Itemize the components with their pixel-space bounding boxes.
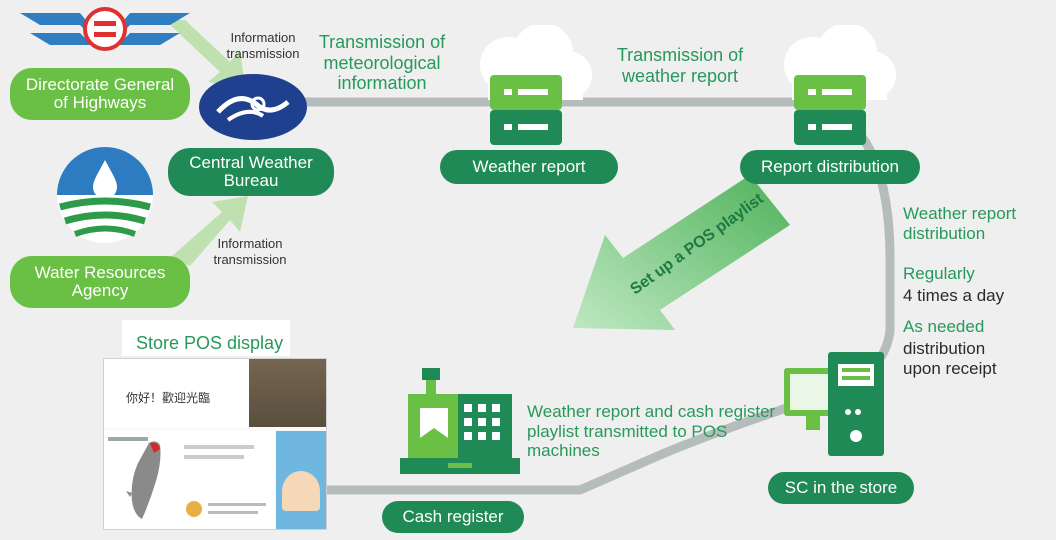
info-transmission-bottom: Information transmission [213,236,287,267]
pos-playlist-arrow: Set up a POS playlist [573,175,790,330]
as-needed-label: As needed [903,317,985,336]
distribution-heading: Weather report distribution [903,204,1017,243]
report-distribution-pill: Report distribution [740,150,920,184]
pos-greeting-panel: 你好！歡迎光臨 [104,359,250,427]
weather-server-cloud-icon [480,25,592,145]
transmission-meteorological: Transmission of meteorological informati… [318,32,446,94]
pos-video-panel [249,359,326,427]
distribution-upon-receipt-label: distribution upon receipt [903,339,997,379]
cwb-label: Central Weather Bureau [189,153,313,190]
transmission-weather-report: Transmission of weather report [616,45,744,86]
arrow-water-to-cwb [170,196,248,266]
pos-greeting-text: 你好！歡迎光臨 [126,391,211,405]
highways-pill: Directorate General of Highways [10,68,190,120]
weather-report-pill: Weather report [440,150,618,184]
sc-in-store-pill: SC in the store [768,472,914,504]
info-transmission-top: Information transmission [226,30,300,61]
pos-ad-panel [276,431,326,529]
water-resources-logo-icon [57,147,153,243]
water-pill: Water Resources Agency [10,256,190,308]
cash-register-pill: Cash register [382,501,524,533]
weather-report-label: Weather report [472,157,586,177]
cwb-pill: Central Weather Bureau [168,148,334,196]
water-label: Water Resources Agency [34,263,166,300]
distribution-server-cloud-icon [784,25,896,145]
store-computer-icon [784,352,884,456]
highways-logo-icon [20,7,190,51]
store-pos-display-label: Store POS display [122,320,290,356]
taiwan-map-icon [108,437,266,519]
highways-label: Directorate General of Highways [25,75,175,112]
sc-in-store-label: SC in the store [784,478,898,498]
cwb-logo-icon [199,74,307,140]
pos-transmission-text: Weather report and cash register playlis… [527,402,776,461]
pos-ad-people-icon [282,471,320,511]
regularly-label: Regularly [903,264,975,283]
times-label: 4 times a day [903,286,1005,305]
pos-map-panel [104,431,274,529]
cash-register-label: Cash register [402,507,504,527]
pos-display-screen: 你好！歡迎光臨 [103,358,327,530]
arrow-highways-to-cwb [165,20,245,88]
report-distribution-label: Report distribution [761,157,899,177]
cash-register-icon [400,368,520,474]
